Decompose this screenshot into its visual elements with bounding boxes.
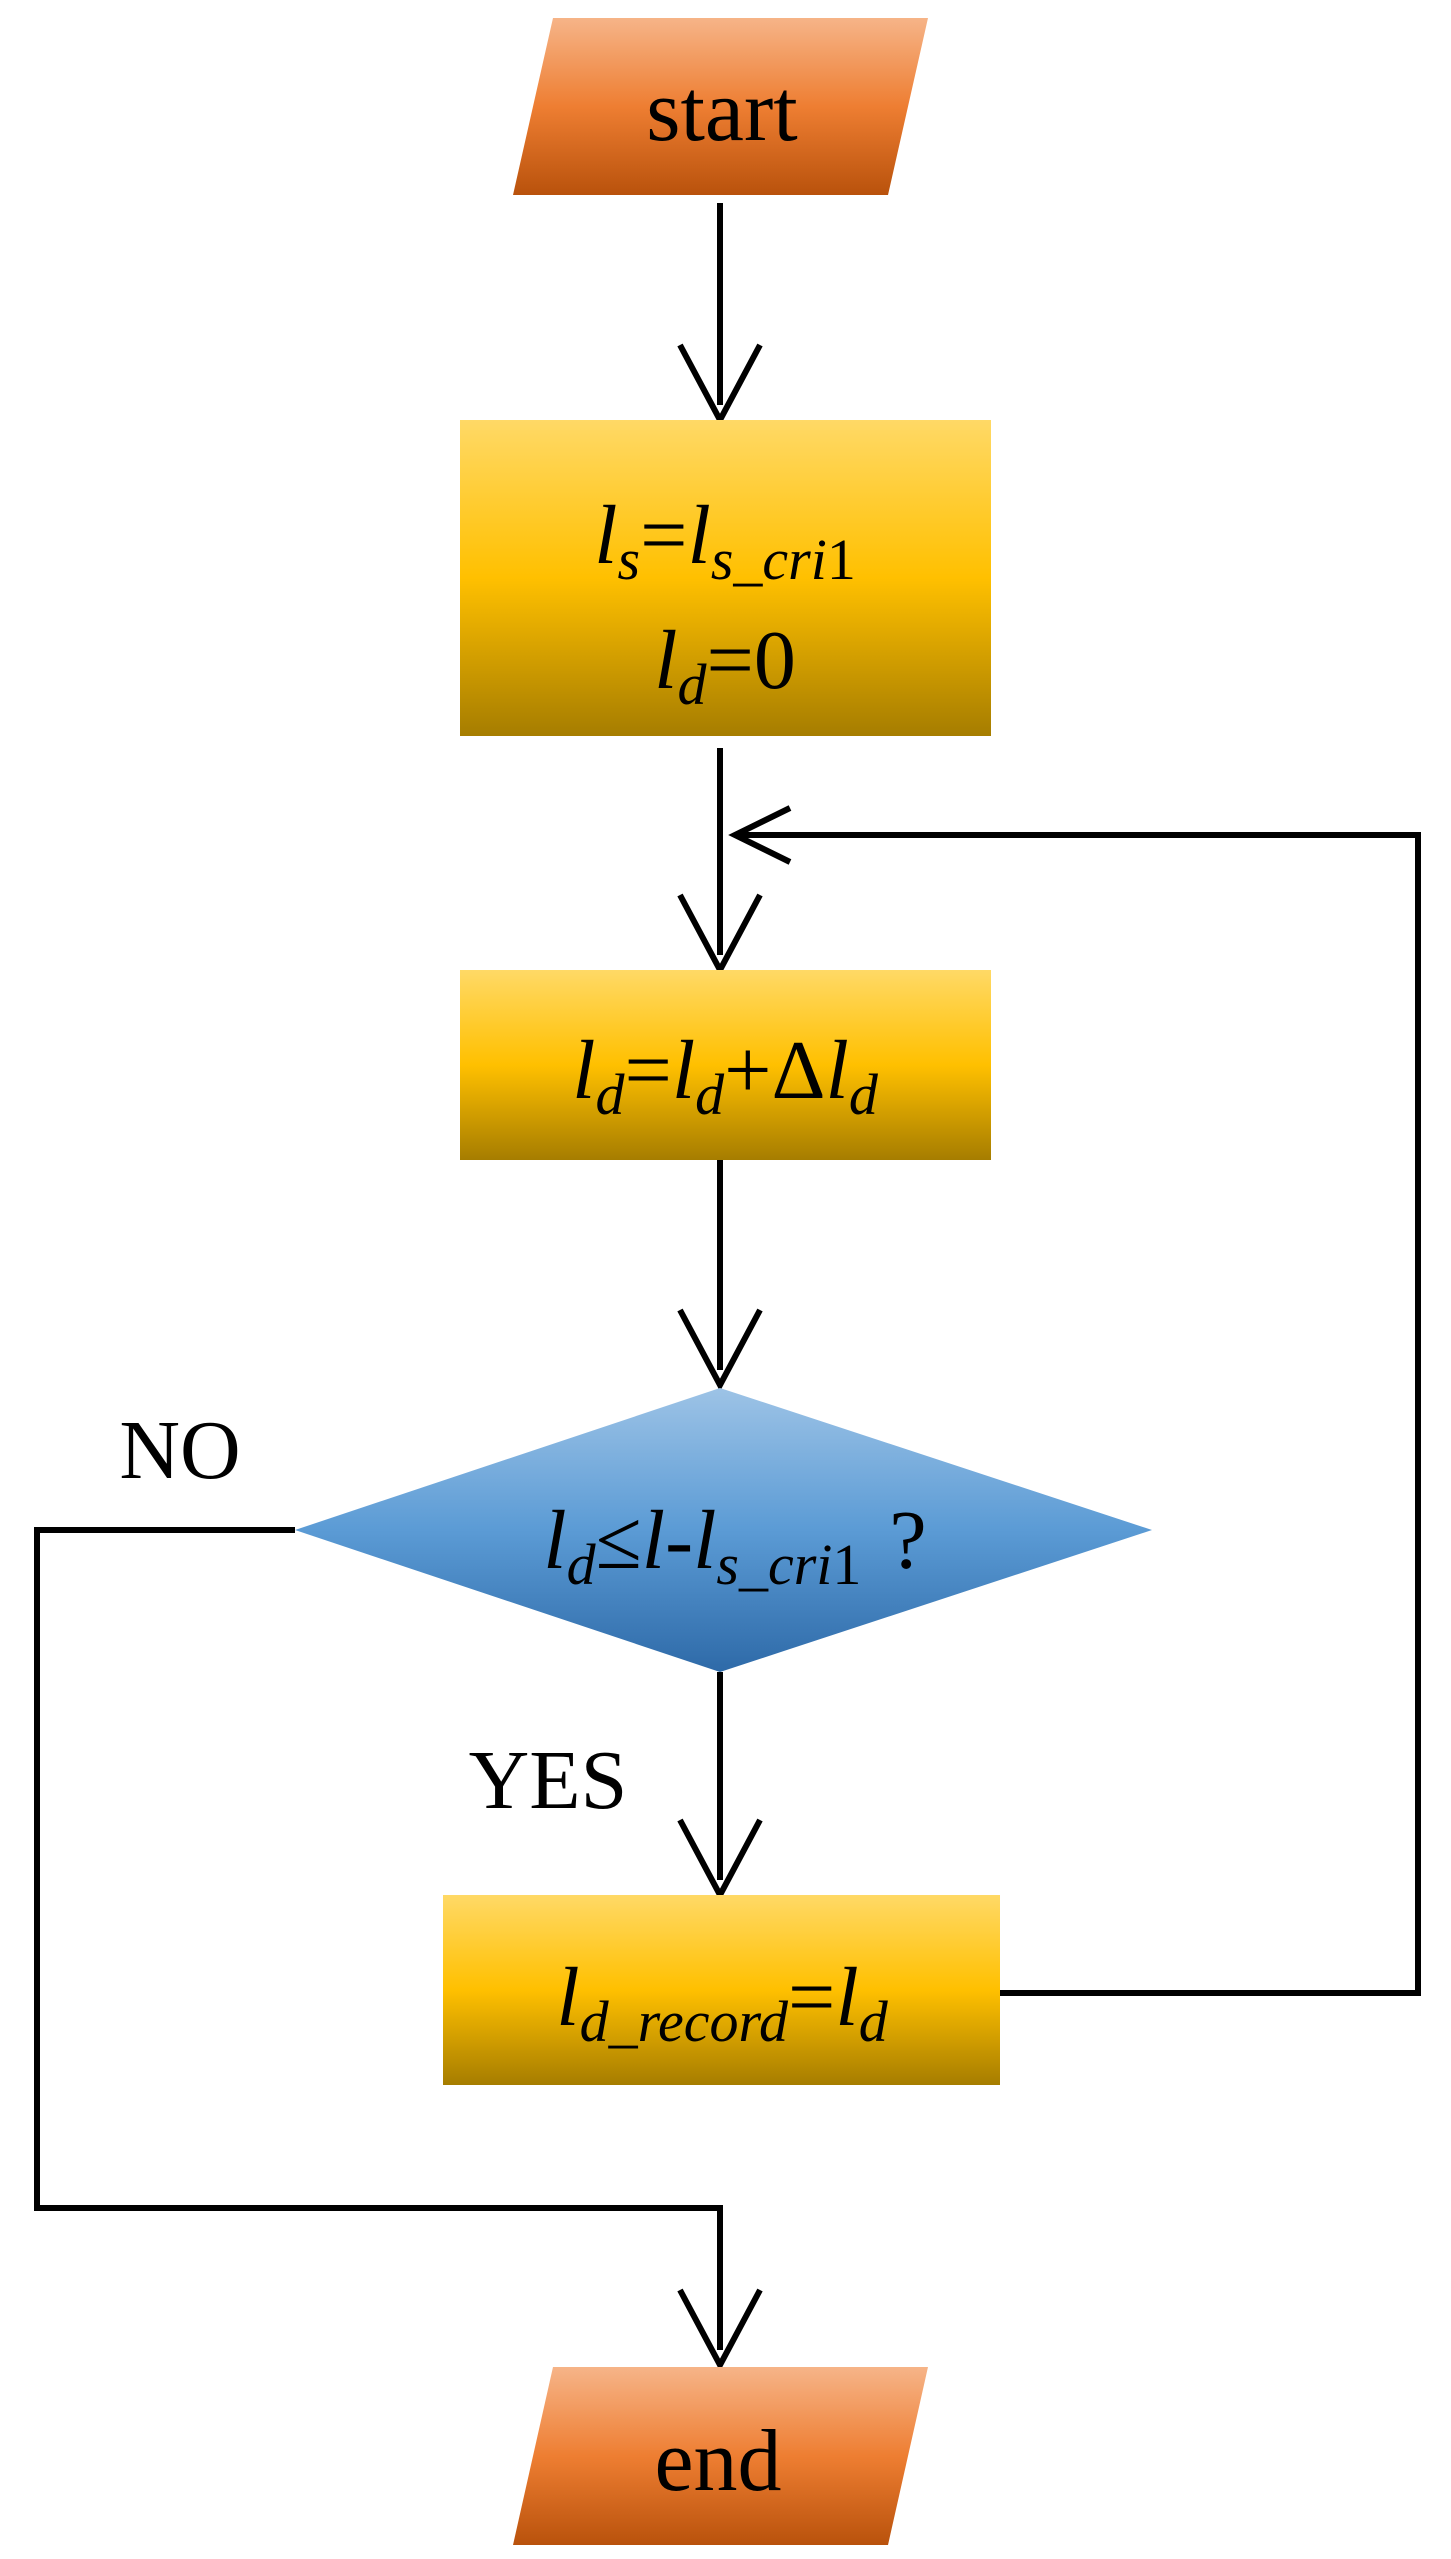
init-line-1: ls=ls_cri1: [594, 489, 856, 592]
start-node[interactable]: start: [513, 18, 928, 195]
end-label: end: [654, 2413, 781, 2510]
record-shape: [443, 1895, 1000, 2085]
decision-node[interactable]: ld≤l-ls_cri1?: [295, 1388, 1152, 1672]
start-label: start: [646, 63, 798, 160]
init-line-2: ld=0: [654, 614, 796, 717]
increment-label: ld=ld+Δld: [572, 1024, 879, 1127]
decision-label: ld≤l-ls_cri1?: [543, 1494, 926, 1597]
arrowhead-end: [677, 2288, 763, 2372]
init-shape: [460, 420, 991, 736]
connector-loop-back: [735, 832, 1421, 1996]
record-node[interactable]: ld_record=ld: [443, 1895, 1000, 2085]
init-node[interactable]: ls=ls_cri1 ld=0: [460, 420, 991, 736]
increment-shape: [460, 970, 991, 1160]
arrowhead-decision: [677, 1308, 763, 1392]
arrowhead-loop: [728, 805, 792, 865]
start-shape: [513, 18, 928, 195]
end-shape: [513, 2367, 928, 2545]
decision-shape: [295, 1388, 1152, 1672]
connector-no: [34, 1527, 723, 2350]
no-label: NO: [119, 1404, 240, 1497]
record-label: ld_record=ld: [556, 1951, 888, 2054]
yes-label: YES: [469, 1734, 628, 1827]
end-node[interactable]: end: [513, 2367, 928, 2545]
increment-node[interactable]: ld=ld+Δld: [460, 970, 991, 1160]
